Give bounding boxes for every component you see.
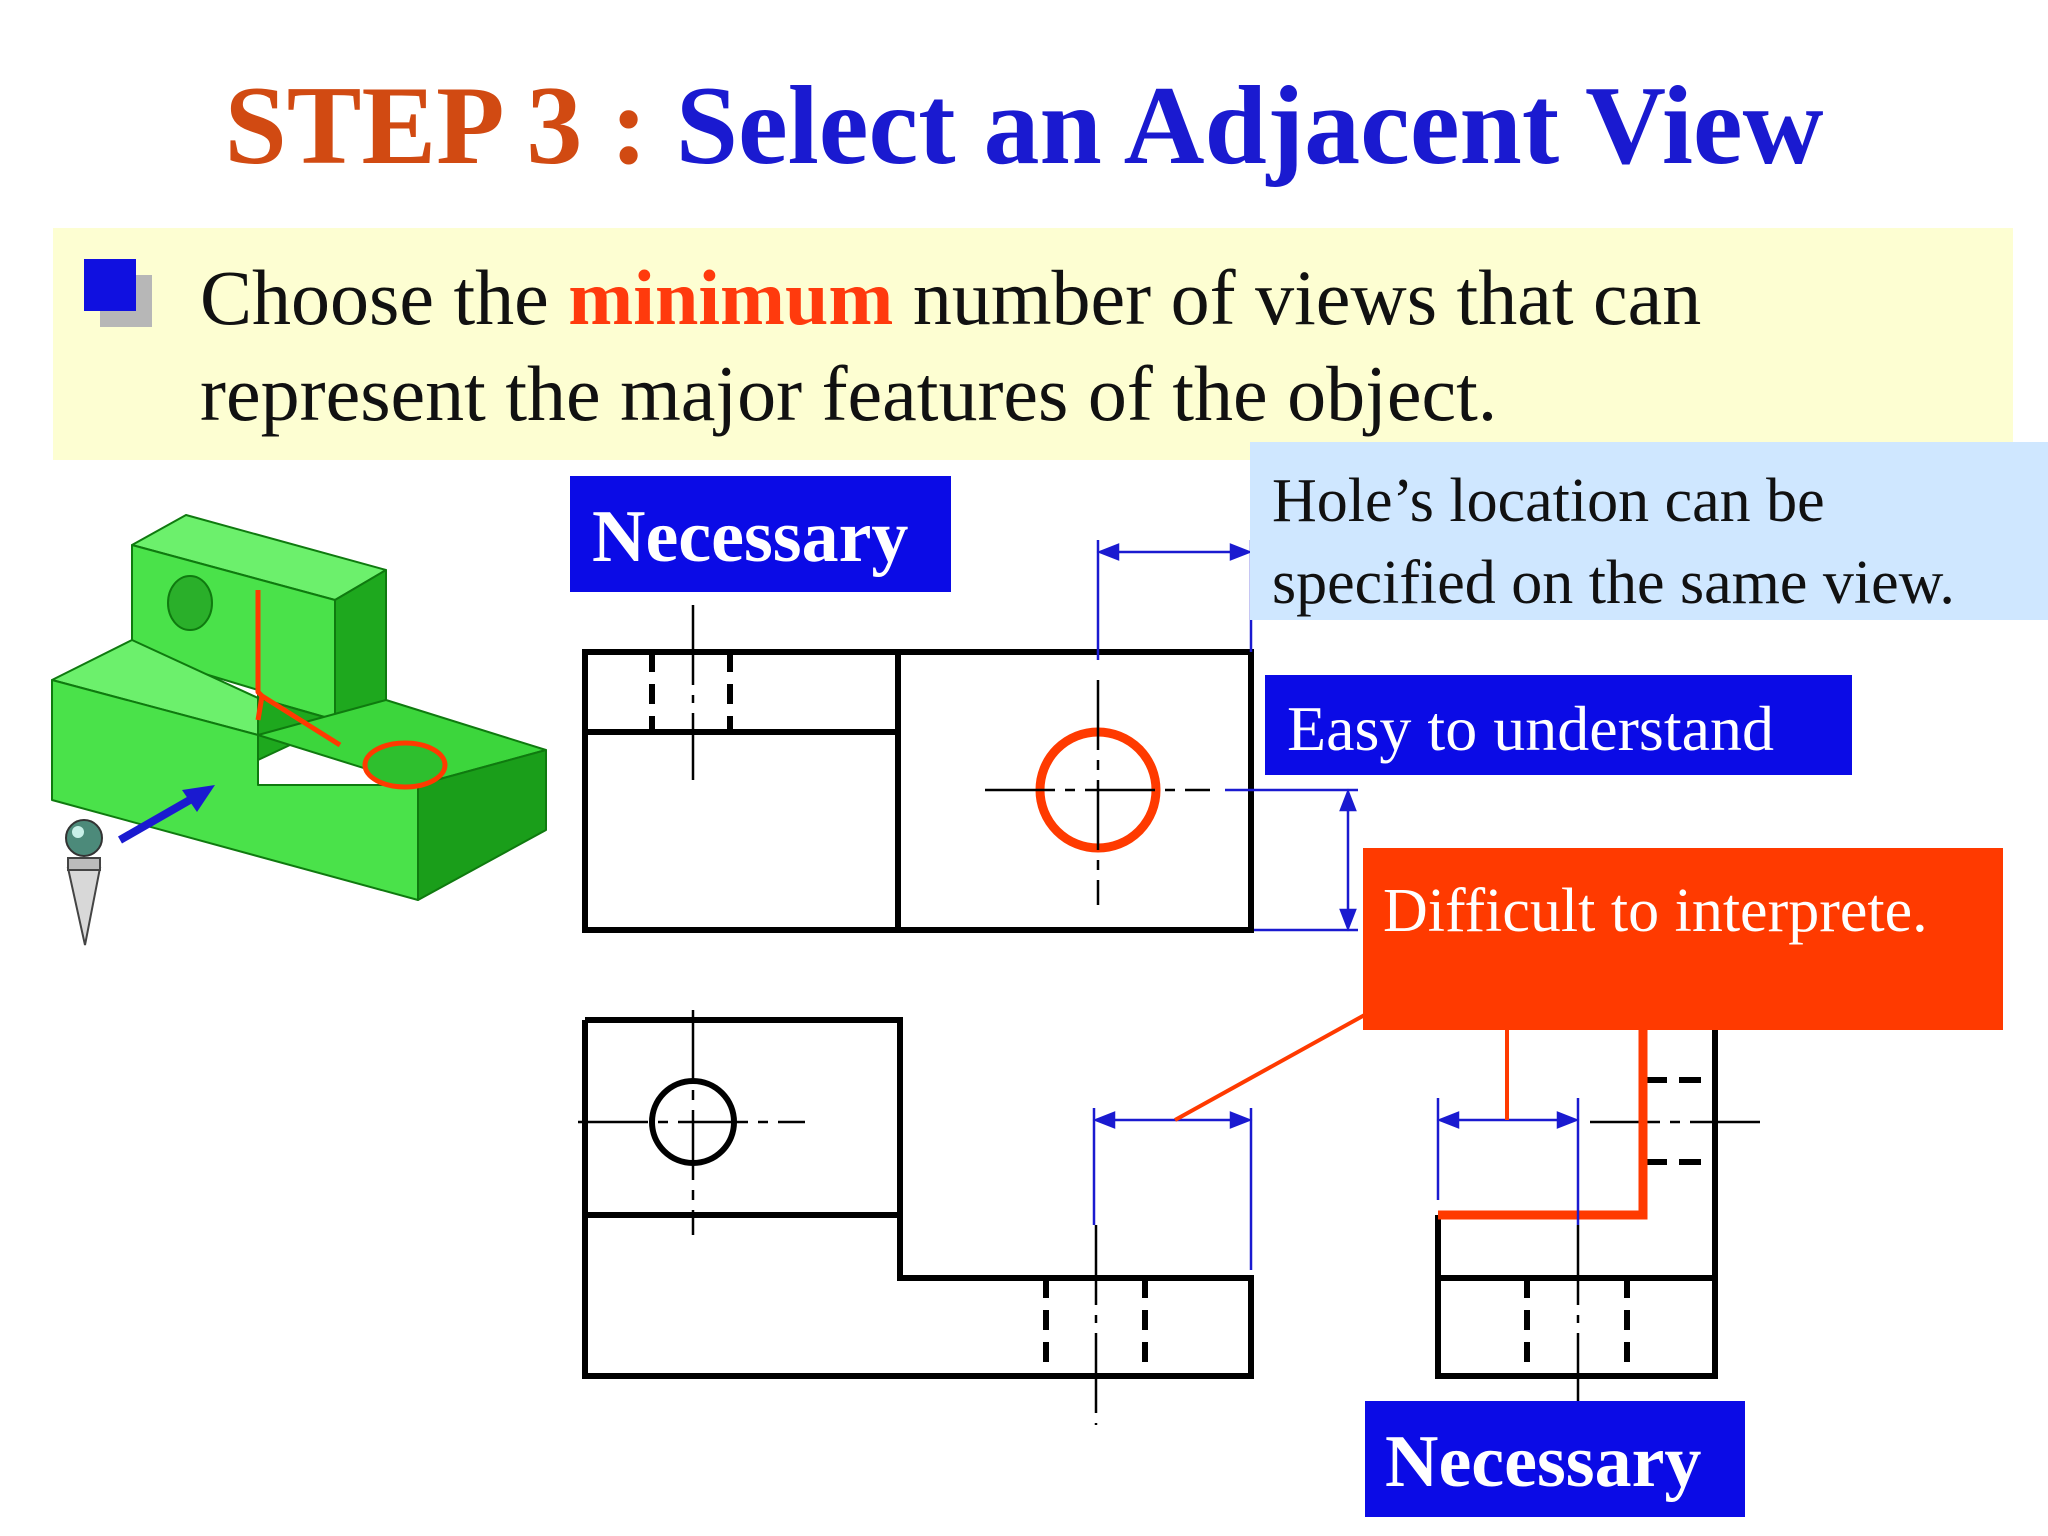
necessary-label-top: Necessary — [570, 476, 951, 592]
front-view — [578, 1010, 1254, 1425]
bullet-text: Choose the minimum number of views that … — [200, 250, 1701, 442]
viewer-pin-icon — [65, 819, 103, 946]
necessary-label-bottom: Necessary — [1365, 1401, 1745, 1517]
upright-hole — [167, 575, 213, 631]
title-main: Select an Adjacent View — [675, 64, 1824, 188]
slide-title: STEP 3 : Select an Adjacent View — [0, 70, 2048, 182]
base-hole-highlight — [362, 740, 448, 790]
easy-to-understand-label: Easy to understand — [1265, 675, 1852, 775]
title-step: STEP 3 : — [224, 64, 676, 188]
side-view-step-highlight — [1438, 1030, 1648, 1220]
view-direction-arrow-icon — [118, 785, 215, 844]
hole-location-callout: Hole’s location can be specified on the … — [1250, 442, 2048, 620]
isometric-part — [51, 514, 547, 901]
difficult-leader-lines — [1174, 1010, 1509, 1122]
step-edge-highlight — [255, 590, 342, 748]
difficult-to-interpret-label: Difficult to interprete. — [1363, 848, 2003, 1030]
dimension-lines — [1092, 540, 1580, 1270]
bullet-text-after: number of views that can — [893, 254, 1702, 341]
bullet-text-line2: represent the major features of the obje… — [200, 350, 1498, 437]
bullet-panel — [53, 228, 2013, 460]
bullet-square-icon — [84, 259, 136, 311]
top-view — [582, 605, 1254, 933]
base-side-face — [417, 749, 547, 901]
bullet-text-before: Choose the — [200, 254, 569, 341]
side-view — [1435, 1030, 1770, 1402]
bullet-highlight: minimum — [568, 254, 894, 341]
